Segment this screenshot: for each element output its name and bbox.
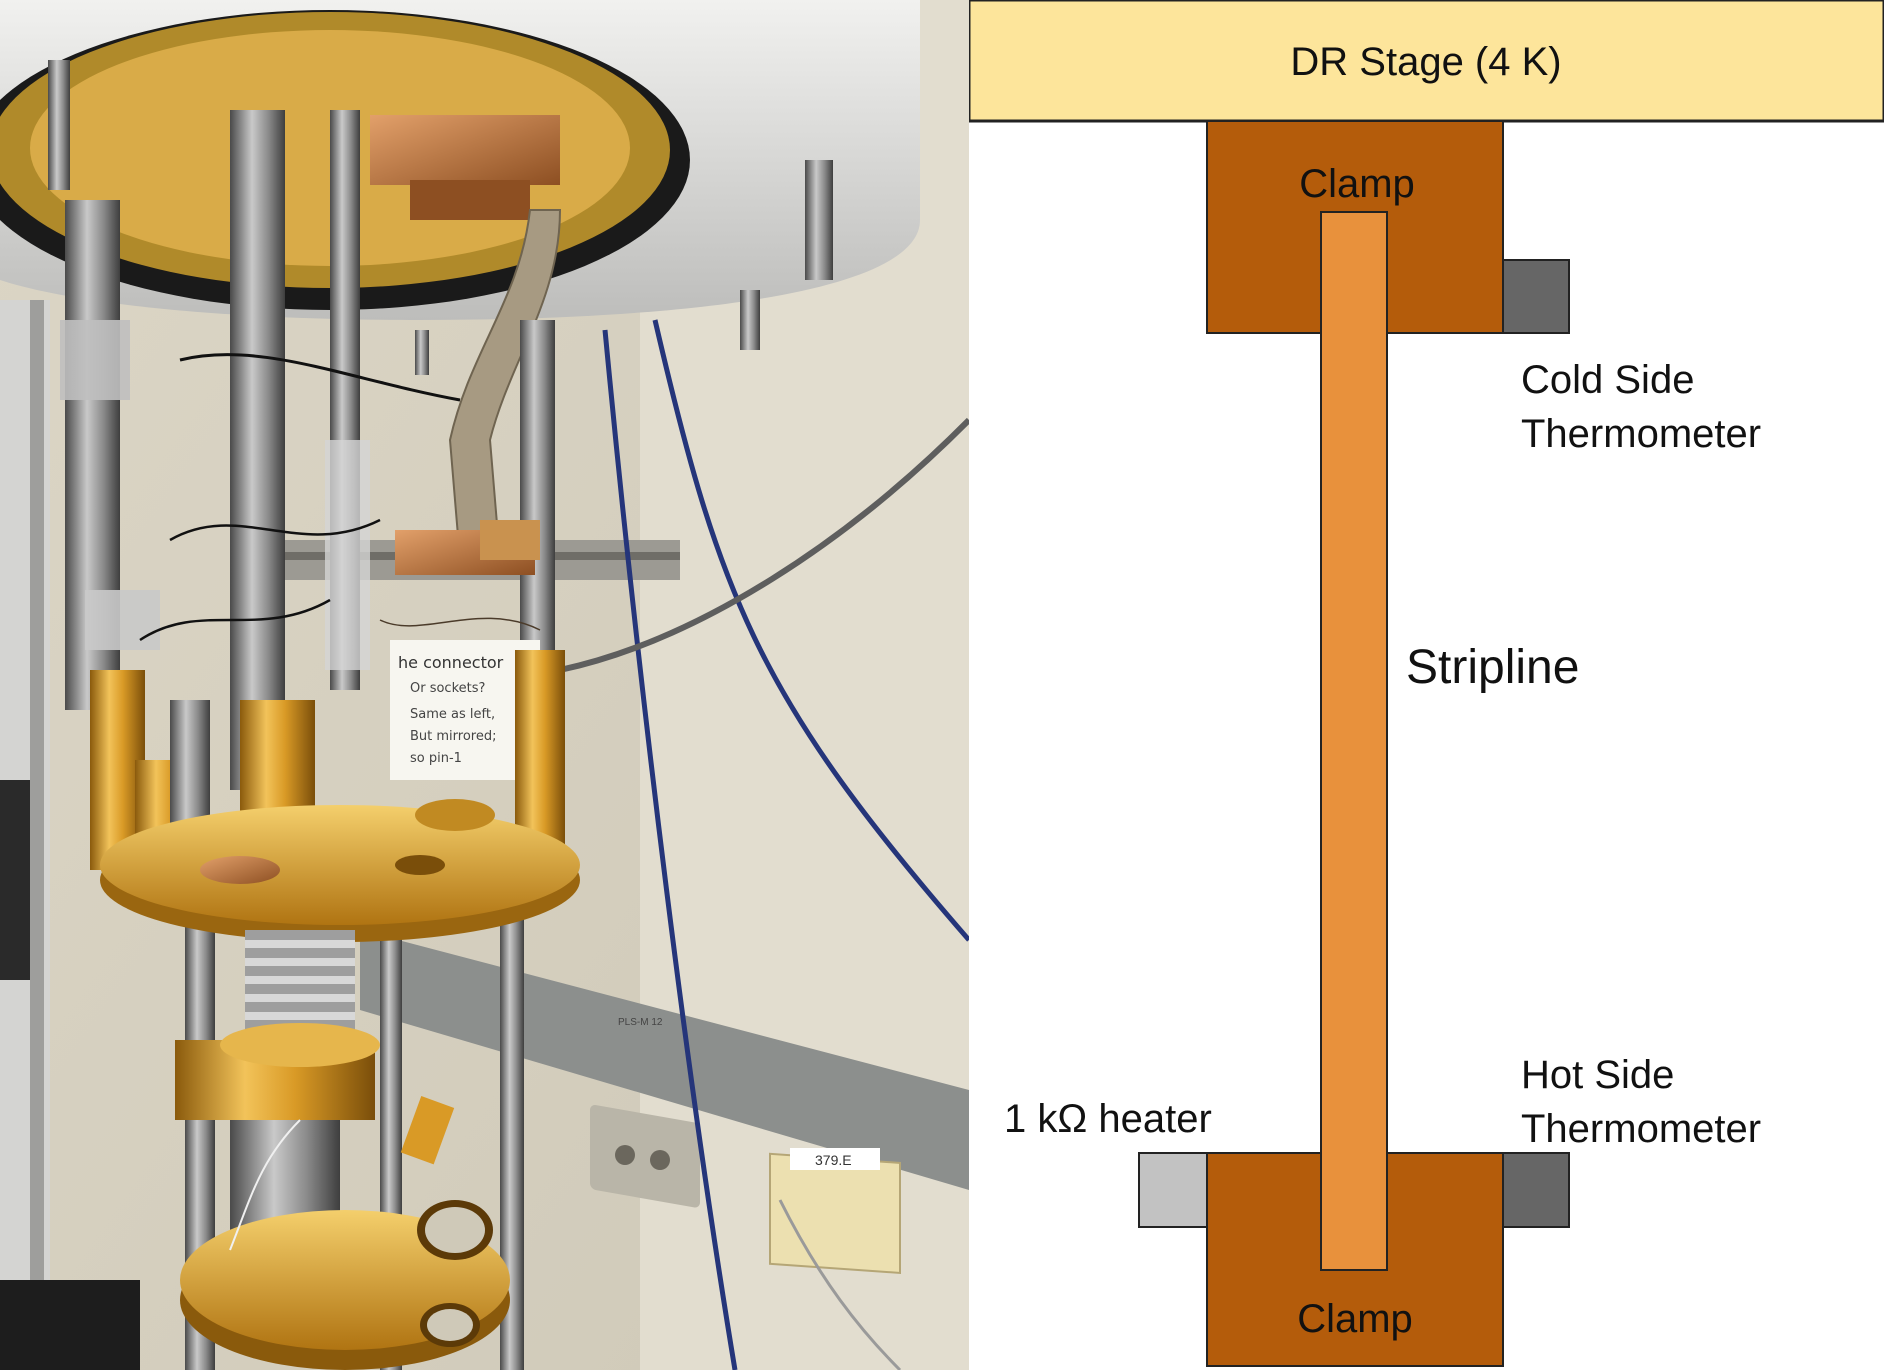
stripline: Stripline: [1320, 211, 1579, 1271]
dr-stage-label: DR Stage (4 K): [1290, 40, 1561, 84]
note-line-3: Same as left,: [410, 707, 495, 722]
mixing-plate: [100, 799, 580, 942]
bottom-clamp-label: Clamp: [1297, 1297, 1413, 1341]
top-clamp-label: Clamp: [1299, 162, 1415, 206]
hot-side-thermometer: Hot Side Thermometer: [1502, 1053, 1761, 1228]
wall-outlet: PLS-M 12: [590, 1017, 700, 1208]
stripline-diagram: DR Stage (4 K) Clamp Cold Side Thermomet…: [969, 0, 1884, 1367]
wall-plate-label: 379.E: [815, 1152, 852, 1168]
hot-thermometer-label-line1: Hot Side: [1521, 1053, 1674, 1097]
hot-thermometer-label-line2: Thermometer: [1521, 1107, 1761, 1151]
cryostat-photo: PLS-M 12 379.E: [0, 0, 969, 1370]
bellows: [245, 930, 355, 1040]
cold-thermometer-label-line2: Thermometer: [1521, 412, 1761, 456]
heater-label: 1 kΩ heater: [1004, 1097, 1212, 1141]
note-line-4: But mirrored;: [410, 729, 496, 744]
bottom-plate: [180, 1200, 510, 1370]
cold-side-thermometer: Cold Side Thermometer: [1502, 259, 1761, 456]
stripline-label: Stripline: [1406, 641, 1579, 694]
heater: 1 kΩ heater: [1004, 1097, 1212, 1228]
dr-stage: DR Stage (4 K): [969, 0, 1884, 123]
outlet-label: PLS-M 12: [618, 1017, 663, 1028]
note-line-1: he connector: [398, 653, 504, 672]
note-line-5: so pin-1: [410, 751, 462, 766]
wall-plate: 379.E: [769, 1148, 901, 1275]
cold-thermometer-label-line1: Cold Side: [1521, 358, 1694, 402]
note-line-2: Or sockets?: [410, 681, 485, 696]
